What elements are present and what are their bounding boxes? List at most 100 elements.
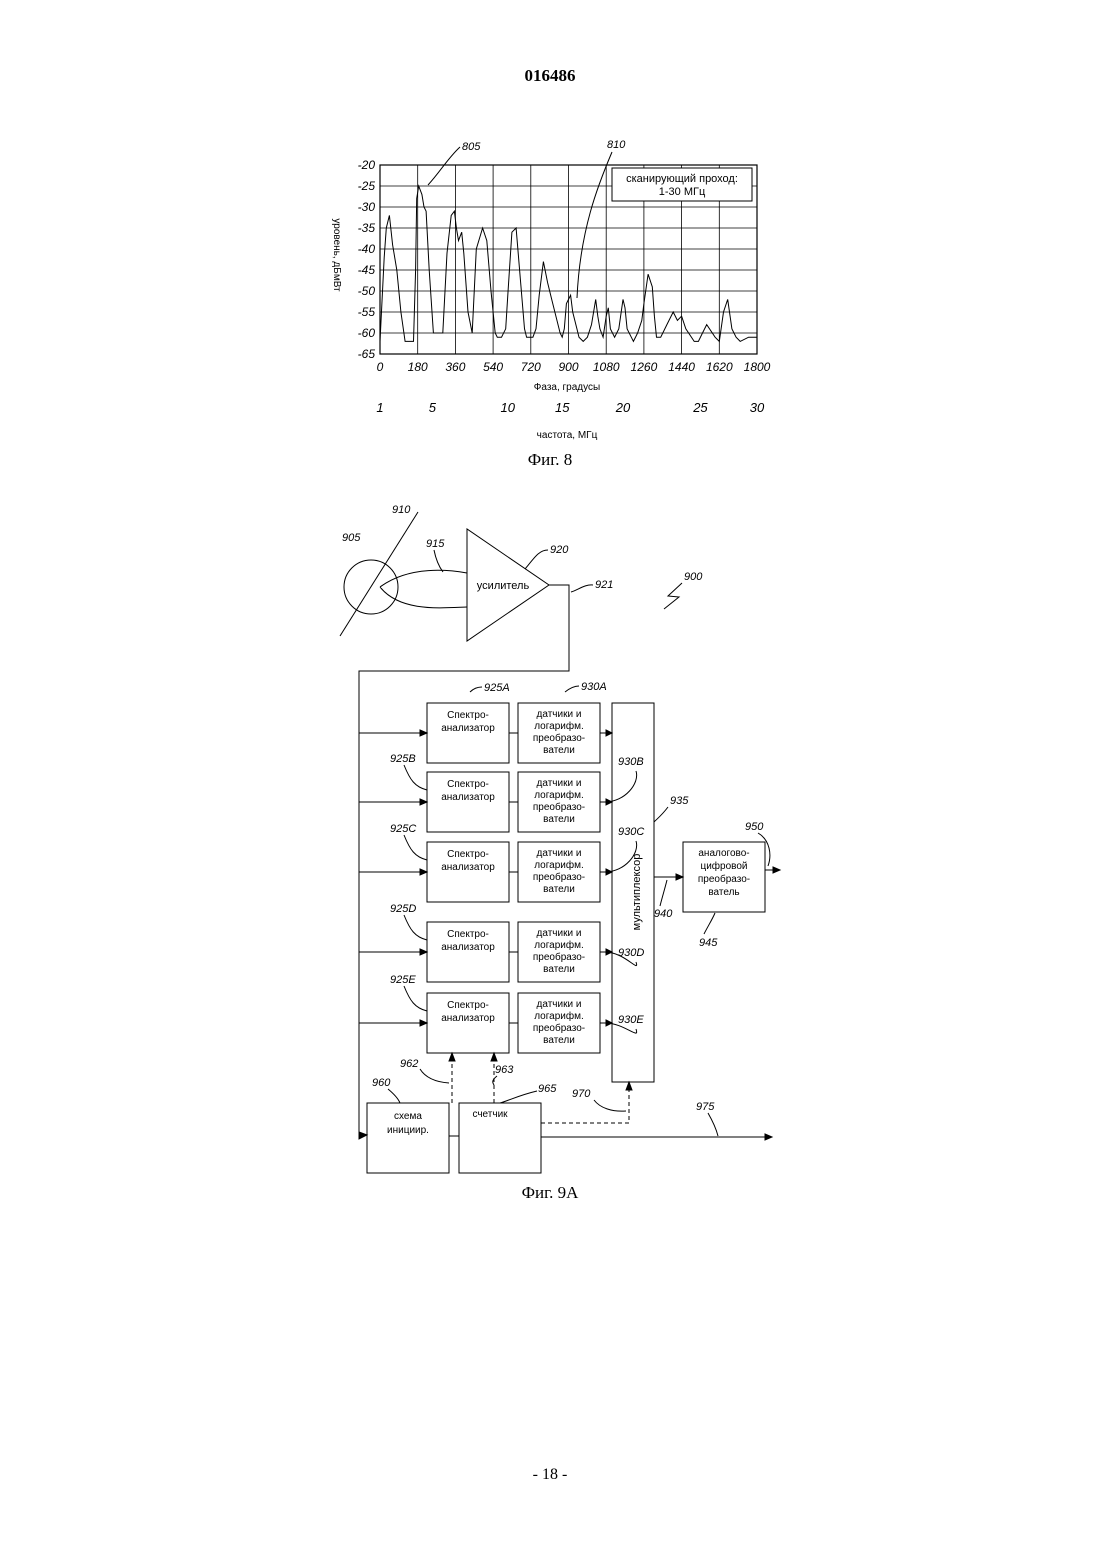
spectrum-analyzer-label-2: анализатор	[441, 792, 495, 803]
ref-925b: 925B	[390, 753, 416, 765]
ref-900: 900	[684, 571, 703, 583]
spectrum-analyzer-label-1: Спектро-	[447, 779, 489, 790]
bus-tap-arrow	[420, 799, 427, 805]
y-tick-label: -60	[358, 326, 376, 340]
sensor-converter-label-3: преобразо-	[533, 1022, 585, 1034]
sensor-converter-label-3: преобразо-	[533, 951, 585, 963]
ref-970-leader	[594, 1100, 626, 1111]
ref-963-leader	[493, 1076, 497, 1085]
x-tick-label: 1620	[706, 360, 733, 374]
sensor-converter-label-4: ватели	[543, 964, 575, 975]
counter-output-arrow	[765, 1134, 772, 1140]
x-tick-label: 360	[445, 360, 465, 374]
ref-900-arrow	[664, 583, 682, 609]
mux-to-adc-arrow	[676, 874, 683, 880]
page-footer-number: - 18 -	[0, 1466, 1100, 1484]
sensor-converter-label-2: логарифм.	[534, 939, 584, 951]
ref-925e: 925E	[390, 974, 416, 986]
init-input-arrow	[359, 1132, 367, 1139]
ref-930a: 930A	[581, 681, 607, 693]
ref-940: 940	[654, 908, 673, 920]
frequency-axis-ticks: 151015202530	[376, 400, 765, 415]
ref-930-leader	[605, 771, 637, 802]
ref-805: 805	[462, 141, 481, 153]
figure-8-caption: Фиг. 8	[0, 450, 1100, 470]
ref-905: 905	[342, 532, 361, 544]
ref-925d: 925D	[390, 903, 416, 915]
ref-970: 970	[572, 1088, 591, 1100]
control-arrow-963	[491, 1053, 497, 1061]
x-tick-label: 0	[377, 360, 384, 374]
ref-930a-leader	[565, 686, 579, 692]
frequency-tick-label: 10	[501, 400, 516, 415]
ref-930e: 930E	[618, 1014, 644, 1026]
y-axis-ticks: -20-25-30-35-40-45-50-55-60-65	[358, 158, 376, 361]
sensor-converter-label-3: преобразо-	[533, 732, 585, 744]
ref-935: 935	[670, 795, 689, 807]
ref-915-leader	[434, 550, 443, 572]
bus-tap-arrow	[420, 1020, 427, 1026]
sensor-converter-label-3: преобразо-	[533, 801, 585, 813]
y-tick-label: -65	[358, 347, 376, 361]
x-axis-label: Фаза, градусы	[534, 382, 600, 393]
ref-945: 945	[699, 937, 718, 949]
spectrum-analyzer-label-2: анализатор	[441, 1013, 495, 1024]
x-tick-label: 1260	[631, 360, 658, 374]
ref-920: 920	[550, 544, 569, 556]
ref-962-leader	[420, 1069, 449, 1083]
y-tick-label: -50	[358, 284, 376, 298]
sensor-converter-label-4: ватели	[543, 884, 575, 895]
spectrum-analyzer-label-2: анализатор	[441, 942, 495, 953]
ref-935-leader	[654, 807, 668, 822]
y-tick-label: -25	[358, 179, 376, 193]
sensor-converter-label-1: датчики и	[537, 999, 582, 1010]
sensor-converter-label-1: датчики и	[537, 778, 582, 789]
frequency-axis-label: частота, МГц	[537, 430, 598, 441]
document-number: 016486	[0, 66, 1100, 86]
bus-tap-arrow	[420, 869, 427, 875]
sensor-converter-label-4: ватели	[543, 1035, 575, 1046]
frequency-tick-label: 15	[555, 400, 570, 415]
x-tick-label: 1080	[593, 360, 620, 374]
figure-9a-diagram: усилитель 905 910 915 920 921 900 Спектр…	[0, 490, 1100, 1190]
ref-925-leader	[404, 765, 427, 790]
ref-810: 810	[607, 139, 626, 151]
adc-label-2: цифровой	[700, 860, 747, 872]
ref-925-leader	[404, 986, 427, 1011]
frequency-tick-label: 5	[429, 400, 437, 415]
ref-925c: 925C	[390, 823, 416, 835]
init-label-1: схема	[394, 1111, 422, 1122]
y-tick-label: -45	[358, 263, 376, 277]
spectrum-analyzer-label-1: Спектро-	[447, 1000, 489, 1011]
ref-921: 921	[595, 579, 613, 591]
ref-960: 960	[372, 1077, 391, 1089]
analyzer-rows: Спектро-анализатордатчики илогарифм.прео…	[359, 681, 644, 1053]
adc-output-arrow	[773, 867, 780, 873]
x-axis-ticks: 018036054072090010801260144016201800	[377, 360, 771, 374]
frequency-tick-label: 30	[750, 400, 765, 415]
ref-960-leader	[388, 1089, 400, 1103]
spectrum-analyzer-label-2: анализатор	[441, 723, 495, 734]
ref-925a: 925A	[484, 682, 510, 694]
frequency-tick-label: 1	[376, 400, 383, 415]
counter-label: счетчик	[472, 1109, 508, 1120]
sensor-converter-label-1: датчики и	[537, 709, 582, 720]
bus-tap-arrow	[420, 730, 427, 736]
sensor-to-mux-arrow	[606, 730, 612, 736]
ref-920-leader	[525, 550, 548, 569]
ref-930b: 930B	[618, 756, 644, 768]
sensor-converter-label-4: ватели	[543, 745, 575, 756]
y-axis-label: уровень, дБмВт	[331, 218, 342, 292]
sensor-converter-label-3: преобразо-	[533, 871, 585, 883]
adc-label-3: преобразо-	[698, 873, 750, 885]
y-tick-label: -35	[358, 221, 376, 235]
y-tick-label: -20	[358, 158, 376, 172]
sensor-converter-label-1: датчики и	[537, 848, 582, 859]
control-arrow-962	[449, 1053, 455, 1061]
legend-line-2: 1-30 МГц	[659, 186, 706, 198]
spectrum-analyzer-label-1: Спектро-	[447, 710, 489, 721]
ref-925-leader	[404, 915, 427, 940]
x-tick-label: 180	[408, 360, 428, 374]
y-tick-label: -30	[358, 200, 376, 214]
figure-9a-caption: Фиг. 9А	[0, 1183, 1100, 1203]
